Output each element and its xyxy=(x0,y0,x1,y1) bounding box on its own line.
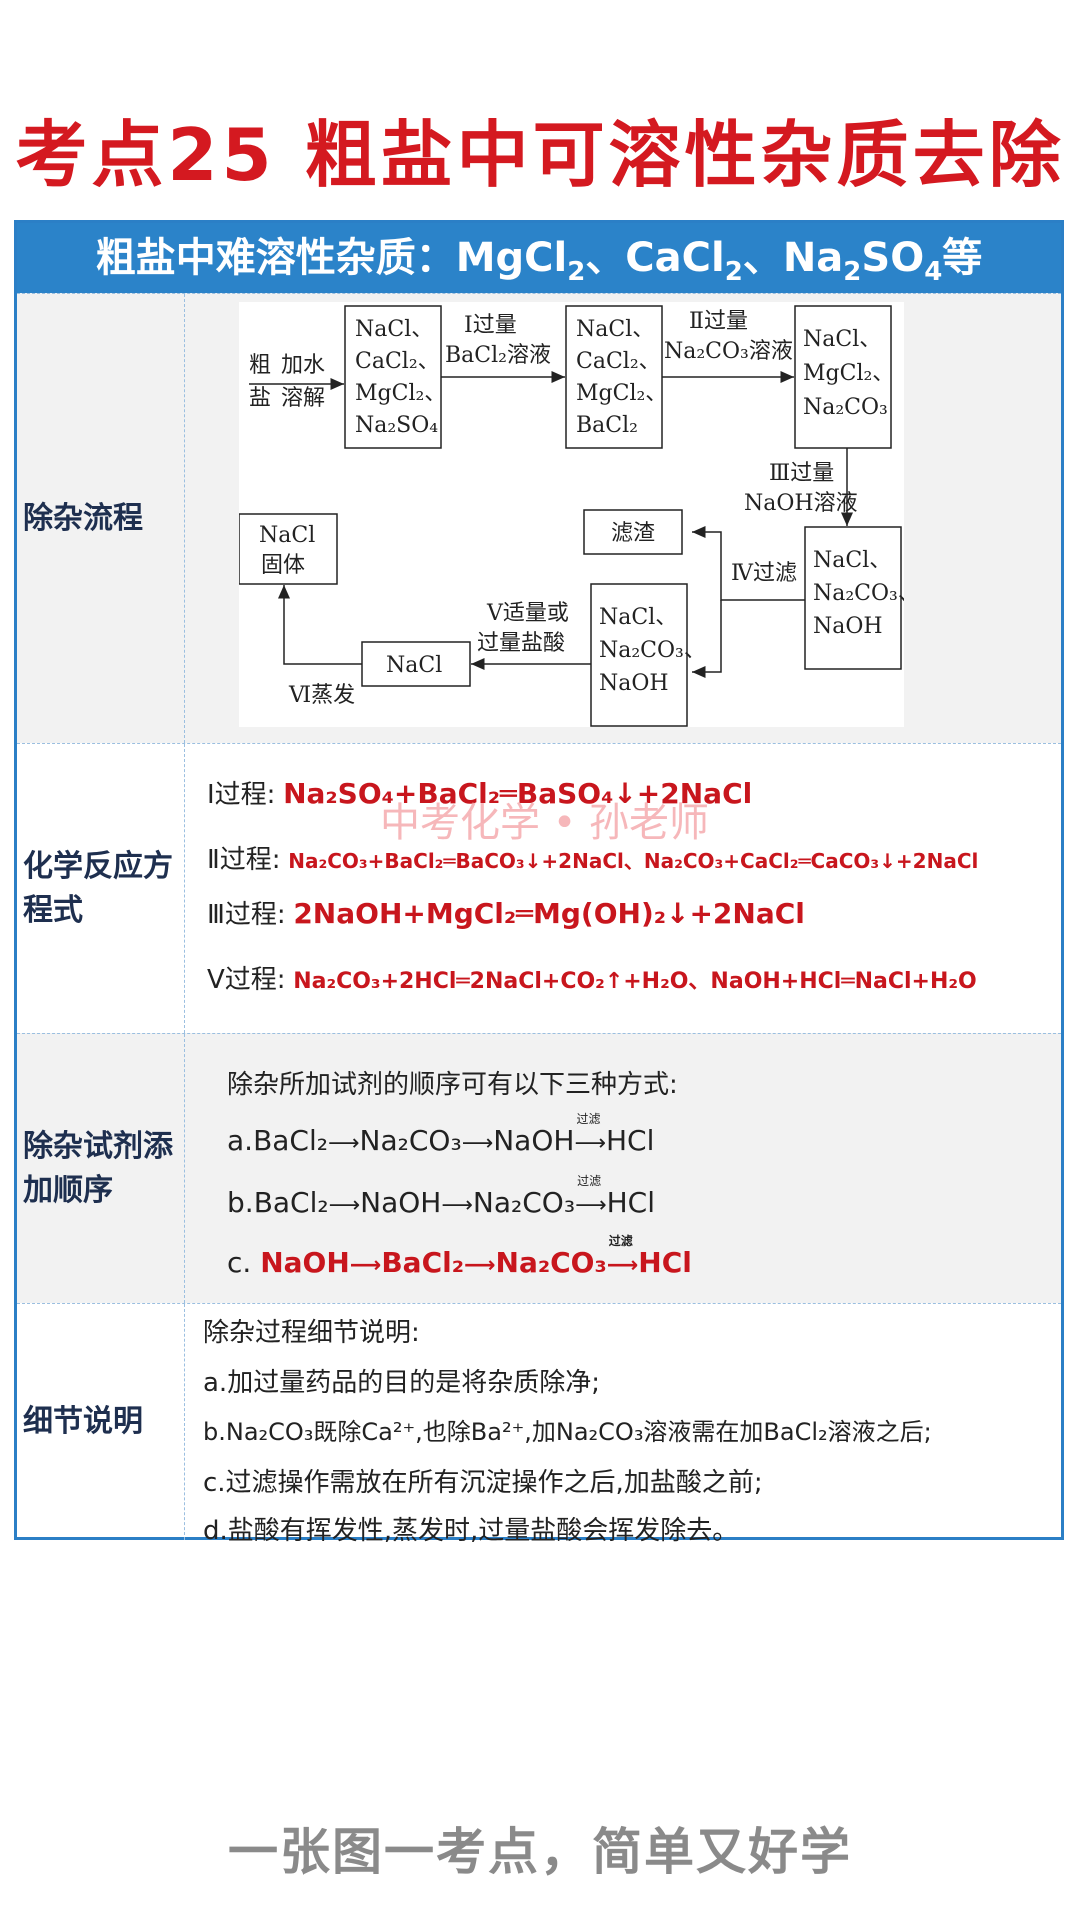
svg-text:NaCl、: NaCl、 xyxy=(355,317,433,342)
svg-text:Ⅴ适量或: Ⅴ适量或 xyxy=(486,601,569,626)
svg-text:Na₂CO₃、: Na₂CO₃、 xyxy=(813,581,904,606)
svg-text:Na₂CO₃、: Na₂CO₃、 xyxy=(599,638,706,663)
svg-text:Ⅲ过量: Ⅲ过量 xyxy=(769,461,834,486)
process-flow-diagram: 粗 盐 加水 溶解 NaCl、 CaCl₂、 MgCl₂、 Na₂SO₄ Ⅰ过量… xyxy=(239,302,904,727)
svg-text:Ⅰ过量: Ⅰ过量 xyxy=(464,313,517,338)
table-header: 粗盐中难溶性杂质：MgCl2、CaCl2、Na2SO4等 xyxy=(17,223,1061,293)
svg-text:过量盐酸: 过量盐酸 xyxy=(477,631,565,656)
equations-label: 化学反应方程式 xyxy=(17,744,185,1033)
svg-text:NaOH: NaOH xyxy=(813,614,883,639)
svg-text:固体: 固体 xyxy=(261,553,305,578)
flow-box-4 xyxy=(804,526,902,670)
footer-slogan: 一张图一考点，简单又好学 xyxy=(228,1823,852,1881)
order-label: 除杂试剂添加顺序 xyxy=(17,1034,185,1303)
equation-2: Ⅱ过程: Na₂CO₃+BaCl₂═BaCO₃↓+2NaCl、Na₂CO₃+Ca… xyxy=(207,845,979,875)
page-title: 考点25 粗盐中可溶性杂质去除 xyxy=(15,113,1065,197)
svg-text:NaCl、: NaCl、 xyxy=(813,548,891,573)
svg-text:MgCl₂、: MgCl₂、 xyxy=(803,361,894,386)
equation-4: Ⅴ过程: Na₂CO₃+2HCl═2NaCl+CO₂↑+H₂O、NaOH+HCl… xyxy=(207,965,977,995)
svg-text:Na₂CO₃溶液: Na₂CO₃溶液 xyxy=(664,339,793,364)
svg-text:CaCl₂、: CaCl₂、 xyxy=(355,349,440,374)
svg-text:NaOH: NaOH xyxy=(599,671,669,696)
svg-text:NaCl、: NaCl、 xyxy=(599,605,677,630)
flow-start-1: 粗 xyxy=(249,353,271,378)
equations-row: 化学反应方程式 Ⅰ过程: Na₂SO₄+BaCl₂═BaSO₄↓+2NaCl Ⅱ… xyxy=(17,743,1061,1033)
svg-text:BaCl₂溶液: BaCl₂溶液 xyxy=(445,343,551,368)
flow-box-2 xyxy=(565,305,663,449)
svg-text:Na₂SO₄: Na₂SO₄ xyxy=(355,413,438,438)
svg-text:NaCl、: NaCl、 xyxy=(803,327,881,352)
summary-table: 粗盐中难溶性杂质：MgCl2、CaCl2、Na2SO4等 除杂流程 粗 盐 加水… xyxy=(14,220,1064,1546)
svg-text:MgCl₂、: MgCl₂、 xyxy=(576,381,667,406)
svg-text:BaCl₂: BaCl₂ xyxy=(576,413,638,438)
svg-text:Ⅳ过滤: Ⅳ过滤 xyxy=(731,561,797,586)
svg-text:Ⅵ蒸发: Ⅵ蒸发 xyxy=(288,683,355,708)
svg-text:NaCl: NaCl xyxy=(386,653,442,678)
watermark: 中考化学 • 孙老师 xyxy=(380,800,710,846)
svg-text:MgCl₂、: MgCl₂、 xyxy=(355,381,446,406)
flow-step0-1: 加水 xyxy=(281,353,325,378)
flow-row: 除杂流程 粗 盐 加水 溶解 NaCl、 CaCl₂、 MgCl₂、 Na₂SO… xyxy=(17,293,1061,743)
flow-box-3 xyxy=(794,305,892,449)
flow-start-2: 盐 xyxy=(249,386,271,411)
detail-d: d.盐酸有挥发性,蒸发时,过量盐酸会挥发除去。 xyxy=(203,1516,739,1546)
flow-residue-box xyxy=(583,509,683,555)
flow-solid-box xyxy=(239,513,338,585)
detail-b: b.Na₂CO₃既除Ca²⁺,也除Ba²⁺,加Na₂CO₃溶液需在加BaCl₂溶… xyxy=(203,1418,932,1446)
detail-a: a.加过量药品的目的是将杂质除净; xyxy=(203,1368,600,1398)
flow-step0-2: 溶解 xyxy=(281,386,325,411)
svg-text:NaCl: NaCl xyxy=(259,523,315,548)
detail-c: c.过滤操作需放在所有沉淀操作之后,加盐酸之前; xyxy=(203,1468,763,1498)
svg-text:Ⅱ过量: Ⅱ过量 xyxy=(689,309,748,334)
flow-nacl-box xyxy=(361,641,471,687)
detail-label: 细节说明 xyxy=(17,1304,185,1540)
flow-label: 除杂流程 xyxy=(17,294,185,743)
svg-text:CaCl₂、: CaCl₂、 xyxy=(576,349,661,374)
flow-box-5 xyxy=(590,583,688,727)
svg-text:NaCl、: NaCl、 xyxy=(576,317,654,342)
details-row: 细节说明 除杂过程细节说明: a.加过量药品的目的是将杂质除净; b.Na₂CO… xyxy=(17,1303,1061,1546)
order-intro: 除杂所加试剂的顺序可有以下三种方式: xyxy=(227,1070,678,1100)
svg-text:NaOH溶液: NaOH溶液 xyxy=(744,491,858,516)
svg-text:Na₂CO₃: Na₂CO₃ xyxy=(803,395,888,420)
equation-1: Ⅰ过程: Na₂SO₄+BaCl₂═BaSO₄↓+2NaCl xyxy=(207,777,753,810)
reagent-order-row: 除杂试剂添加顺序 除杂所加试剂的顺序可有以下三种方式: a.BaCl₂⟶Na₂C… xyxy=(17,1033,1061,1303)
svg-text:滤渣: 滤渣 xyxy=(611,521,655,546)
detail-heading: 除杂过程细节说明: xyxy=(203,1318,420,1348)
equation-3: Ⅲ过程: 2NaOH+MgCl₂═Mg(OH)₂↓+2NaCl xyxy=(207,897,805,930)
